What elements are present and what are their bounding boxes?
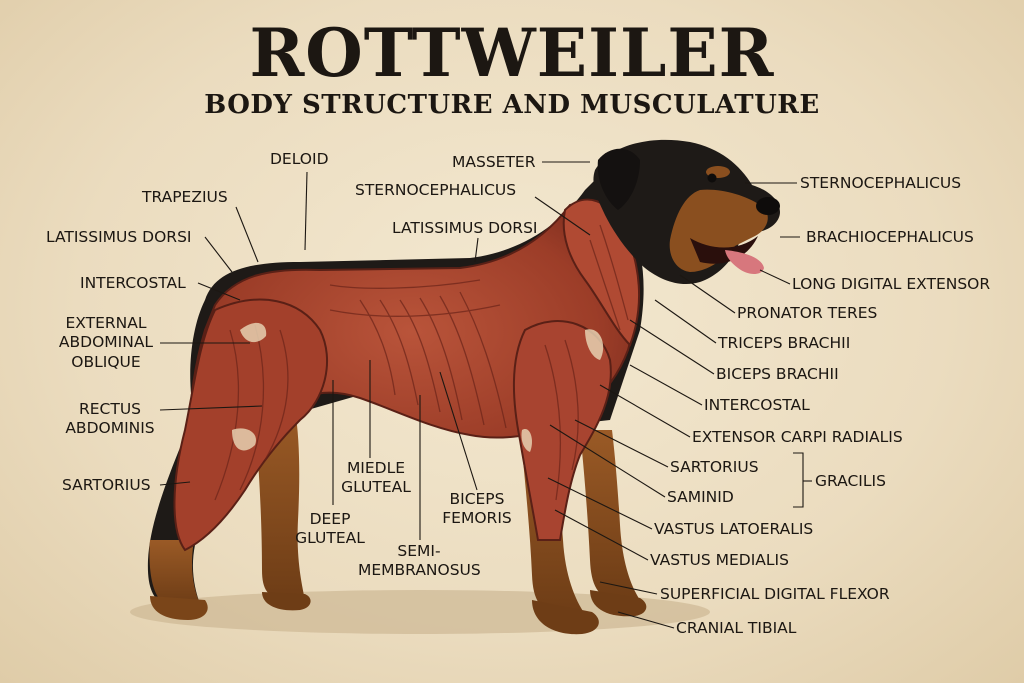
label-sternocephalicus-center: STERNOCEPHALICUS [355, 181, 517, 199]
hind-paw-far [262, 592, 311, 611]
tendon-elbow [521, 429, 533, 452]
label-line: MIEDLE [346, 459, 406, 477]
label-vastus-latoeralis: VASTUS LATOERALIS [654, 520, 814, 538]
hind-paw [150, 596, 208, 620]
mouth [690, 236, 758, 264]
label-line: DEEP [309, 510, 351, 528]
label-vastus-medialis: VASTUS MEDIALIS [650, 551, 789, 569]
label-gracilis: GRACILIS [815, 472, 886, 490]
label-line: ABDOMINIS [65, 419, 155, 438]
tongue [725, 250, 764, 274]
label-brachiocephalicus: BRACHIOCEPHALICUS [806, 228, 974, 246]
tendon-hip [240, 322, 267, 343]
page-subtitle: BODY STRUCTURE AND MUSCULATURE [204, 90, 820, 120]
label-deep-gluteal: DEEP GLUTEAL [290, 510, 370, 549]
label-extensor-carpi-radialis: EXTENSOR CARPI RADIALIS [692, 428, 903, 446]
muzzle-tan [669, 189, 768, 272]
hind-leg-tan [149, 540, 200, 604]
label-semimembranosus: SEMI- MEMBRANOSUS [358, 542, 481, 581]
muscle-hind-leg [173, 298, 328, 552]
label-line: GLUTEAL [295, 529, 365, 548]
nose [756, 197, 780, 215]
label-line: EXTERNAL [65, 314, 147, 332]
label-saminid: SAMINID [667, 488, 734, 506]
label-masseter: MASSETER [452, 153, 536, 171]
label-pronator-teres: PRONATOR TERES [737, 304, 878, 322]
label-latissimus-dorsi-center: LATISSIMUS DORSI [392, 219, 538, 237]
label-trapezius: TRAPEZIUS [142, 188, 228, 206]
label-miedle-gluteal: MIEDLE GLUTEAL [336, 459, 416, 498]
label-line: BICEPS [449, 490, 505, 508]
tendon-shoulder [585, 329, 604, 360]
muscle-front-leg [512, 320, 612, 541]
page-title: ROTTWEILER [249, 14, 775, 92]
label-sartorius-left: SARTORIUS [62, 476, 151, 494]
label-deloid: DELOID [270, 150, 329, 168]
label-intercostal-right: INTERCOSTAL [704, 396, 810, 414]
front-leg-right [580, 430, 640, 600]
label-latissimus-dorsi-left: LATISSIMUS DORSI [46, 228, 192, 246]
label-triceps-brachii: TRICEPS BRACHII [718, 334, 851, 352]
label-cranial-tibial: CRANIAL TIBIAL [676, 619, 797, 637]
label-line: OBLIQUE [71, 352, 141, 371]
label-biceps-brachii: BICEPS BRACHII [716, 365, 839, 383]
label-superficial-digital-flexor: SUPERFICIAL DIGITAL FLEXOR [660, 585, 890, 603]
label-sartorius-right: SARTORIUS [670, 458, 759, 476]
label-line: FEMORIS [442, 509, 512, 528]
label-external-abdominal-oblique: EXTERNAL ABDOMINAL OBLIQUE [50, 314, 162, 372]
label-sternocephalicus-right: STERNOCEPHALICUS [800, 174, 962, 192]
label-line: ABDOMINAL [58, 333, 154, 352]
label-line: MEMBRANOSUS [358, 561, 481, 580]
label-biceps-femoris: BICEPS FEMORIS [436, 490, 518, 529]
label-line: RECTUS [78, 400, 142, 418]
label-rectus-abdominis: RECTUS ABDOMINIS [60, 400, 160, 439]
label-line: GLUTEAL [341, 478, 411, 497]
leader-lines [159, 161, 812, 629]
ear [597, 148, 640, 210]
label-long-digital-extensor: LONG DIGITAL EXTENSOR [792, 275, 991, 293]
front-paw-left [532, 600, 599, 635]
label-intercostal-left: INTERCOSTAL [80, 274, 186, 292]
tendon-hock [232, 428, 256, 451]
label-line: SEMI- [397, 542, 441, 560]
muscle-striations [214, 224, 629, 501]
front-paw-right [590, 590, 647, 617]
eye [707, 173, 717, 183]
